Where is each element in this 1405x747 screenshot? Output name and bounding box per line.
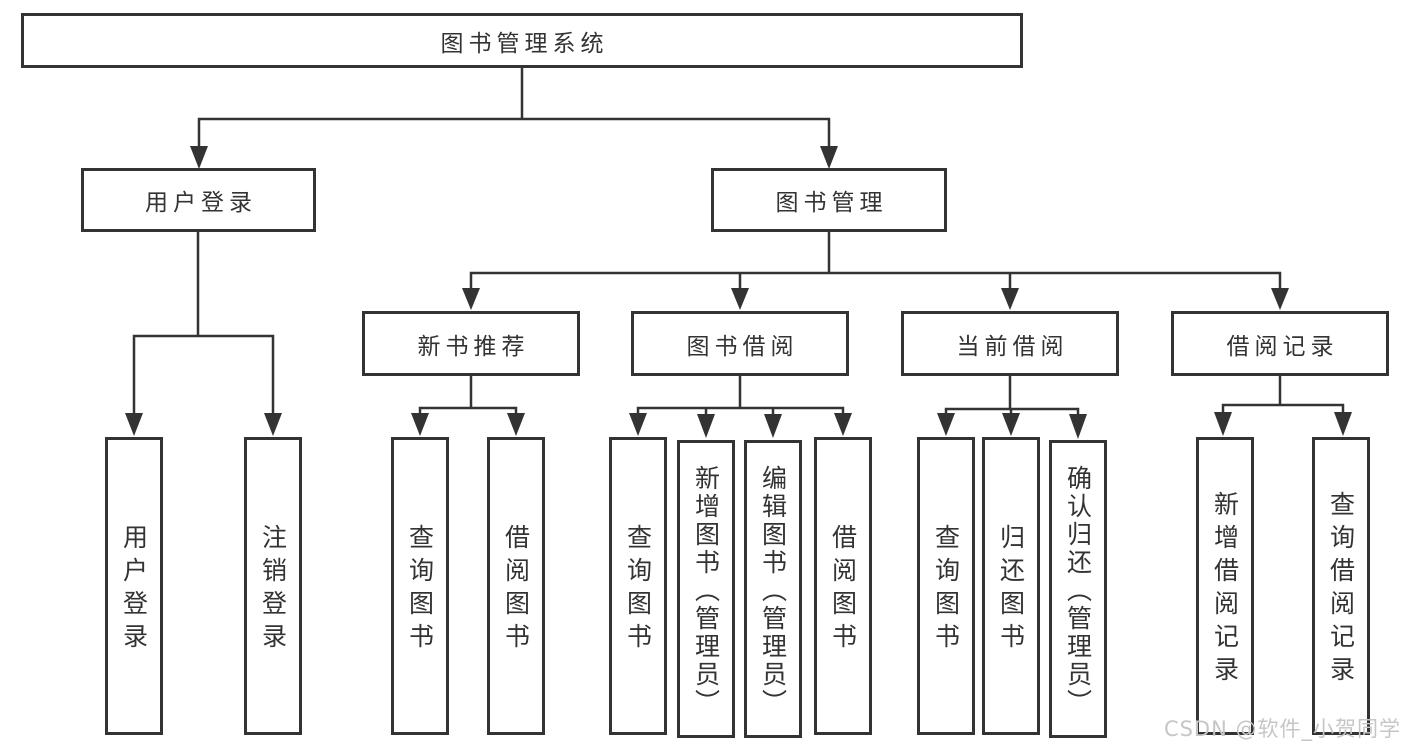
node-borrow-books-1-label: 借阅图书 (501, 524, 531, 656)
node-add-books-admin: 新增图书（管理员） (677, 440, 735, 738)
node-user-login-label: 用户登录 (145, 190, 257, 216)
node-library-management-system-label: 图书管理系统 (440, 30, 609, 57)
node-borrow-books-1: 借阅图书 (487, 437, 545, 735)
node-book-borrow-label: 图书借阅 (686, 333, 799, 360)
node-logout-leaf-label: 注销登录 (258, 524, 288, 656)
node-query-books-1: 查询图书 (391, 437, 449, 735)
node-query-books-2: 查询图书 (609, 437, 667, 735)
node-user-login-leaf-label: 用户登录 (119, 524, 149, 656)
connector-current-borrow-to-children (937, 374, 1087, 439)
node-query-books-1-label: 查询图书 (405, 524, 435, 656)
node-book-management-label: 图书管理 (775, 190, 888, 216)
node-borrow-books-2-label: 借阅图书 (828, 524, 858, 656)
node-edit-books-admin: 编辑图书（管理员） (744, 440, 802, 738)
connector-root-to-level2 (190, 66, 838, 169)
node-confirm-return-admin-label: 确认归还（管理员） (1063, 464, 1093, 717)
connector-book-mgmt-to-level3 (462, 230, 1289, 310)
connector-user-login-to-children (125, 230, 282, 436)
node-borrow-records-label: 借阅记录 (1226, 333, 1339, 360)
node-query-books-3-label: 查询图书 (931, 524, 961, 656)
node-add-books-admin-label: 新增图书（管理员） (691, 464, 721, 717)
connector-book-borrow-to-children (629, 374, 852, 438)
node-edit-books-admin-label: 编辑图书（管理员） (758, 464, 788, 717)
node-query-borrow-record-label: 查询借阅记录 (1326, 491, 1356, 689)
node-logout-leaf: 注销登录 (244, 437, 302, 735)
node-library-management-system: 图书管理系统 (21, 13, 1023, 68)
node-return-books-label: 归还图书 (996, 524, 1026, 656)
node-return-books: 归还图书 (982, 437, 1040, 735)
node-user-login: 用户登录 (81, 168, 316, 232)
node-add-borrow-record: 新增借阅记录 (1196, 437, 1254, 735)
csdn-watermark: CSDN @软件_小贺同学 (1163, 717, 1401, 741)
node-new-book-recommend: 新书推荐 (362, 311, 580, 376)
node-query-books-2-label: 查询图书 (623, 524, 653, 656)
node-book-borrow: 图书借阅 (631, 311, 849, 376)
node-query-books-3: 查询图书 (917, 437, 975, 735)
node-user-login-leaf: 用户登录 (105, 437, 163, 735)
connector-new-books-to-children (411, 374, 525, 436)
node-borrow-books-2: 借阅图书 (814, 437, 872, 735)
node-add-borrow-record-label: 新增借阅记录 (1210, 491, 1240, 689)
node-confirm-return-admin: 确认归还（管理员） (1049, 440, 1107, 738)
connector-borrow-records-to-children (1214, 374, 1352, 436)
node-current-borrow-label: 当前借阅 (956, 333, 1069, 360)
node-new-book-recommend-label: 新书推荐 (417, 333, 530, 360)
node-query-borrow-record: 查询借阅记录 (1312, 437, 1370, 735)
node-borrow-records: 借阅记录 (1171, 311, 1389, 376)
node-current-borrow: 当前借阅 (901, 311, 1119, 376)
node-book-management: 图书管理 (711, 168, 947, 232)
